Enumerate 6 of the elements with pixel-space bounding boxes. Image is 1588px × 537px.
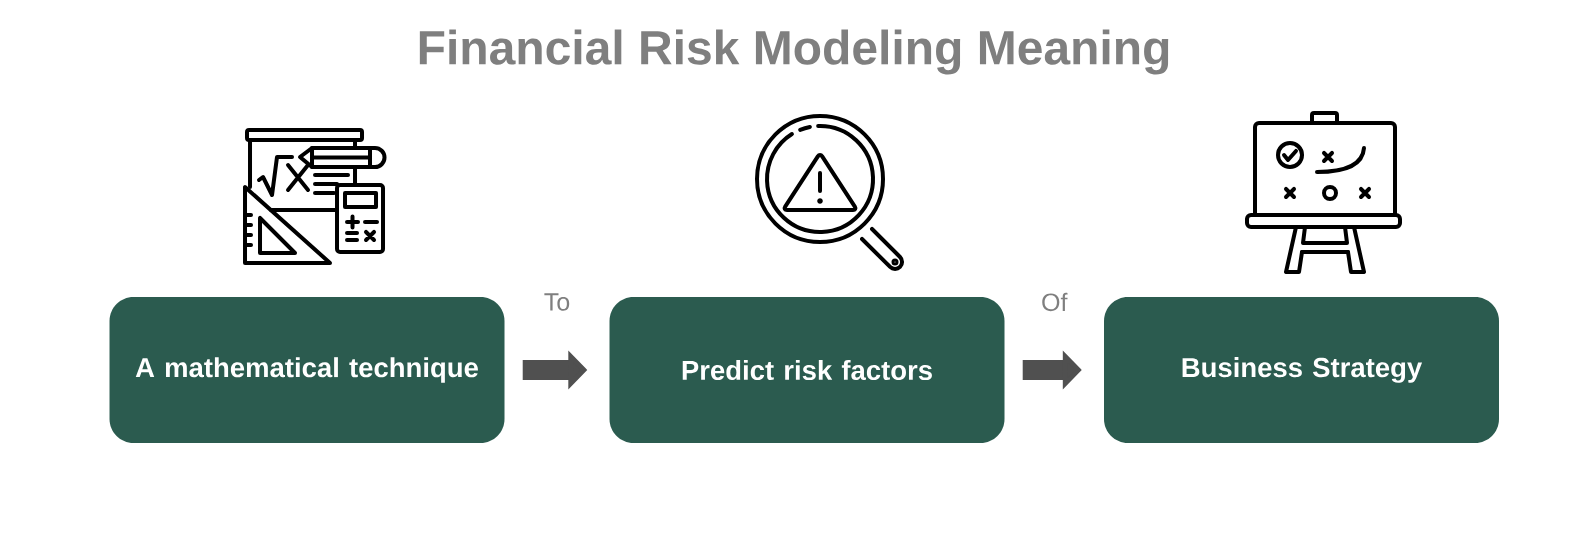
process-box: A mathematical technique	[109, 297, 505, 443]
edge-label: To	[541, 291, 573, 313]
process-box: Predict risk factors	[609, 297, 1005, 443]
edge-label: Of	[1039, 290, 1070, 314]
title: Financial Risk Modeling Meaning	[419, 29, 1169, 75]
process-box: Business Strategy	[1104, 297, 1499, 443]
